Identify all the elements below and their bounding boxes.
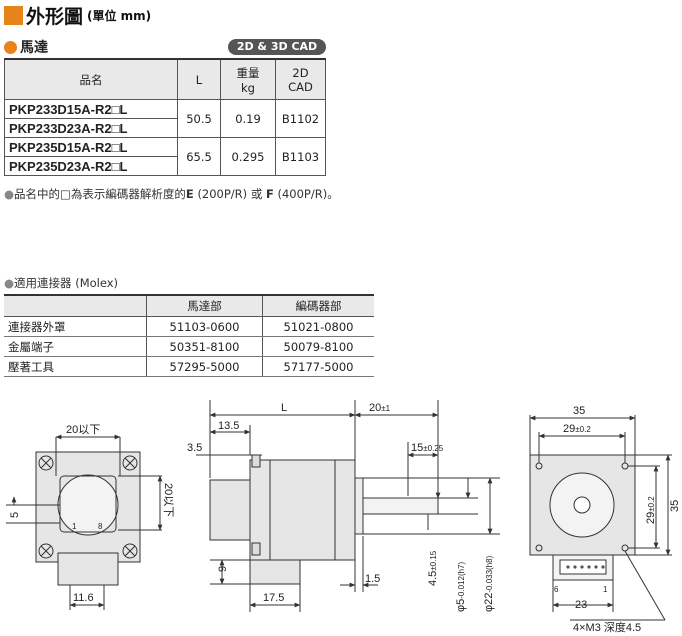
dim-label: 35 [669,500,681,512]
section-heading-motor: 馬達 [4,37,48,57]
dim-label: 5 [9,512,21,518]
svg-text:8: 8 [98,522,103,531]
resolution-note: ●品名中的□為表示編碼器解析度的E (200P/R) 或 F (400P/R)。 [4,187,339,201]
dim-label: 3.5 [187,442,202,454]
cad-link[interactable]: B1103 [275,137,326,176]
dim-label: 20以下 [66,424,100,436]
dim-label: 35 [573,405,585,417]
dim-label: φ5-0.012(h7) [455,561,467,612]
header-name: 品名 [4,58,178,100]
side-view [196,400,500,612]
dim-label: 4×M3 深度4.5 [573,620,641,634]
table-row: PKP235D15A-R2□L 65.5 0.295 B1103 [4,137,326,176]
dim-label: L [281,402,287,414]
connector-heading: ●適用連接器 (Molex) [4,276,119,290]
connector-pins [566,565,605,569]
dim-label: 23 [575,599,587,611]
dim-label: 15±0.25 [411,442,444,454]
dim-label: 9 [217,566,229,572]
svg-text:6: 6 [554,585,559,594]
section-dot [4,40,17,54]
dim-label: φ22-0.033(h8) [483,555,495,612]
dim-label: 20±1 [369,402,391,414]
model-name: PKP235D23A-R2□L [4,156,178,176]
rear-view [6,434,163,610]
svg-text:1: 1 [603,585,608,594]
dim-label: 29±0.2 [563,423,591,435]
cad-link[interactable]: B1102 [275,99,326,138]
dim-label: 13.5 [218,420,239,432]
svg-text:1: 1 [72,522,77,531]
dim-label: 20以下 [162,483,174,517]
front-view [529,415,672,621]
header-encoder: 編碼器部 [262,294,374,317]
weight-value: 0.295 [220,137,276,176]
header-blank [4,294,147,317]
dim-label: 29±0.2 [645,496,657,524]
cad-badge[interactable]: 2D & 3D CAD [228,39,326,55]
page-title: 外形圖 (單位 mm) [4,2,151,29]
length-value: 50.5 [177,99,221,138]
table-row: PKP235D23A-R2□L [4,156,326,176]
dim-label: 17.5 [263,592,284,604]
length-value: 65.5 [177,137,221,176]
title-marker [4,6,23,25]
dim-label: 4.5±0.15 [427,550,439,586]
dim-label: 11.6 [73,592,94,604]
dim-label: 1.5 [365,573,380,585]
header-motor: 馬達部 [146,294,263,317]
